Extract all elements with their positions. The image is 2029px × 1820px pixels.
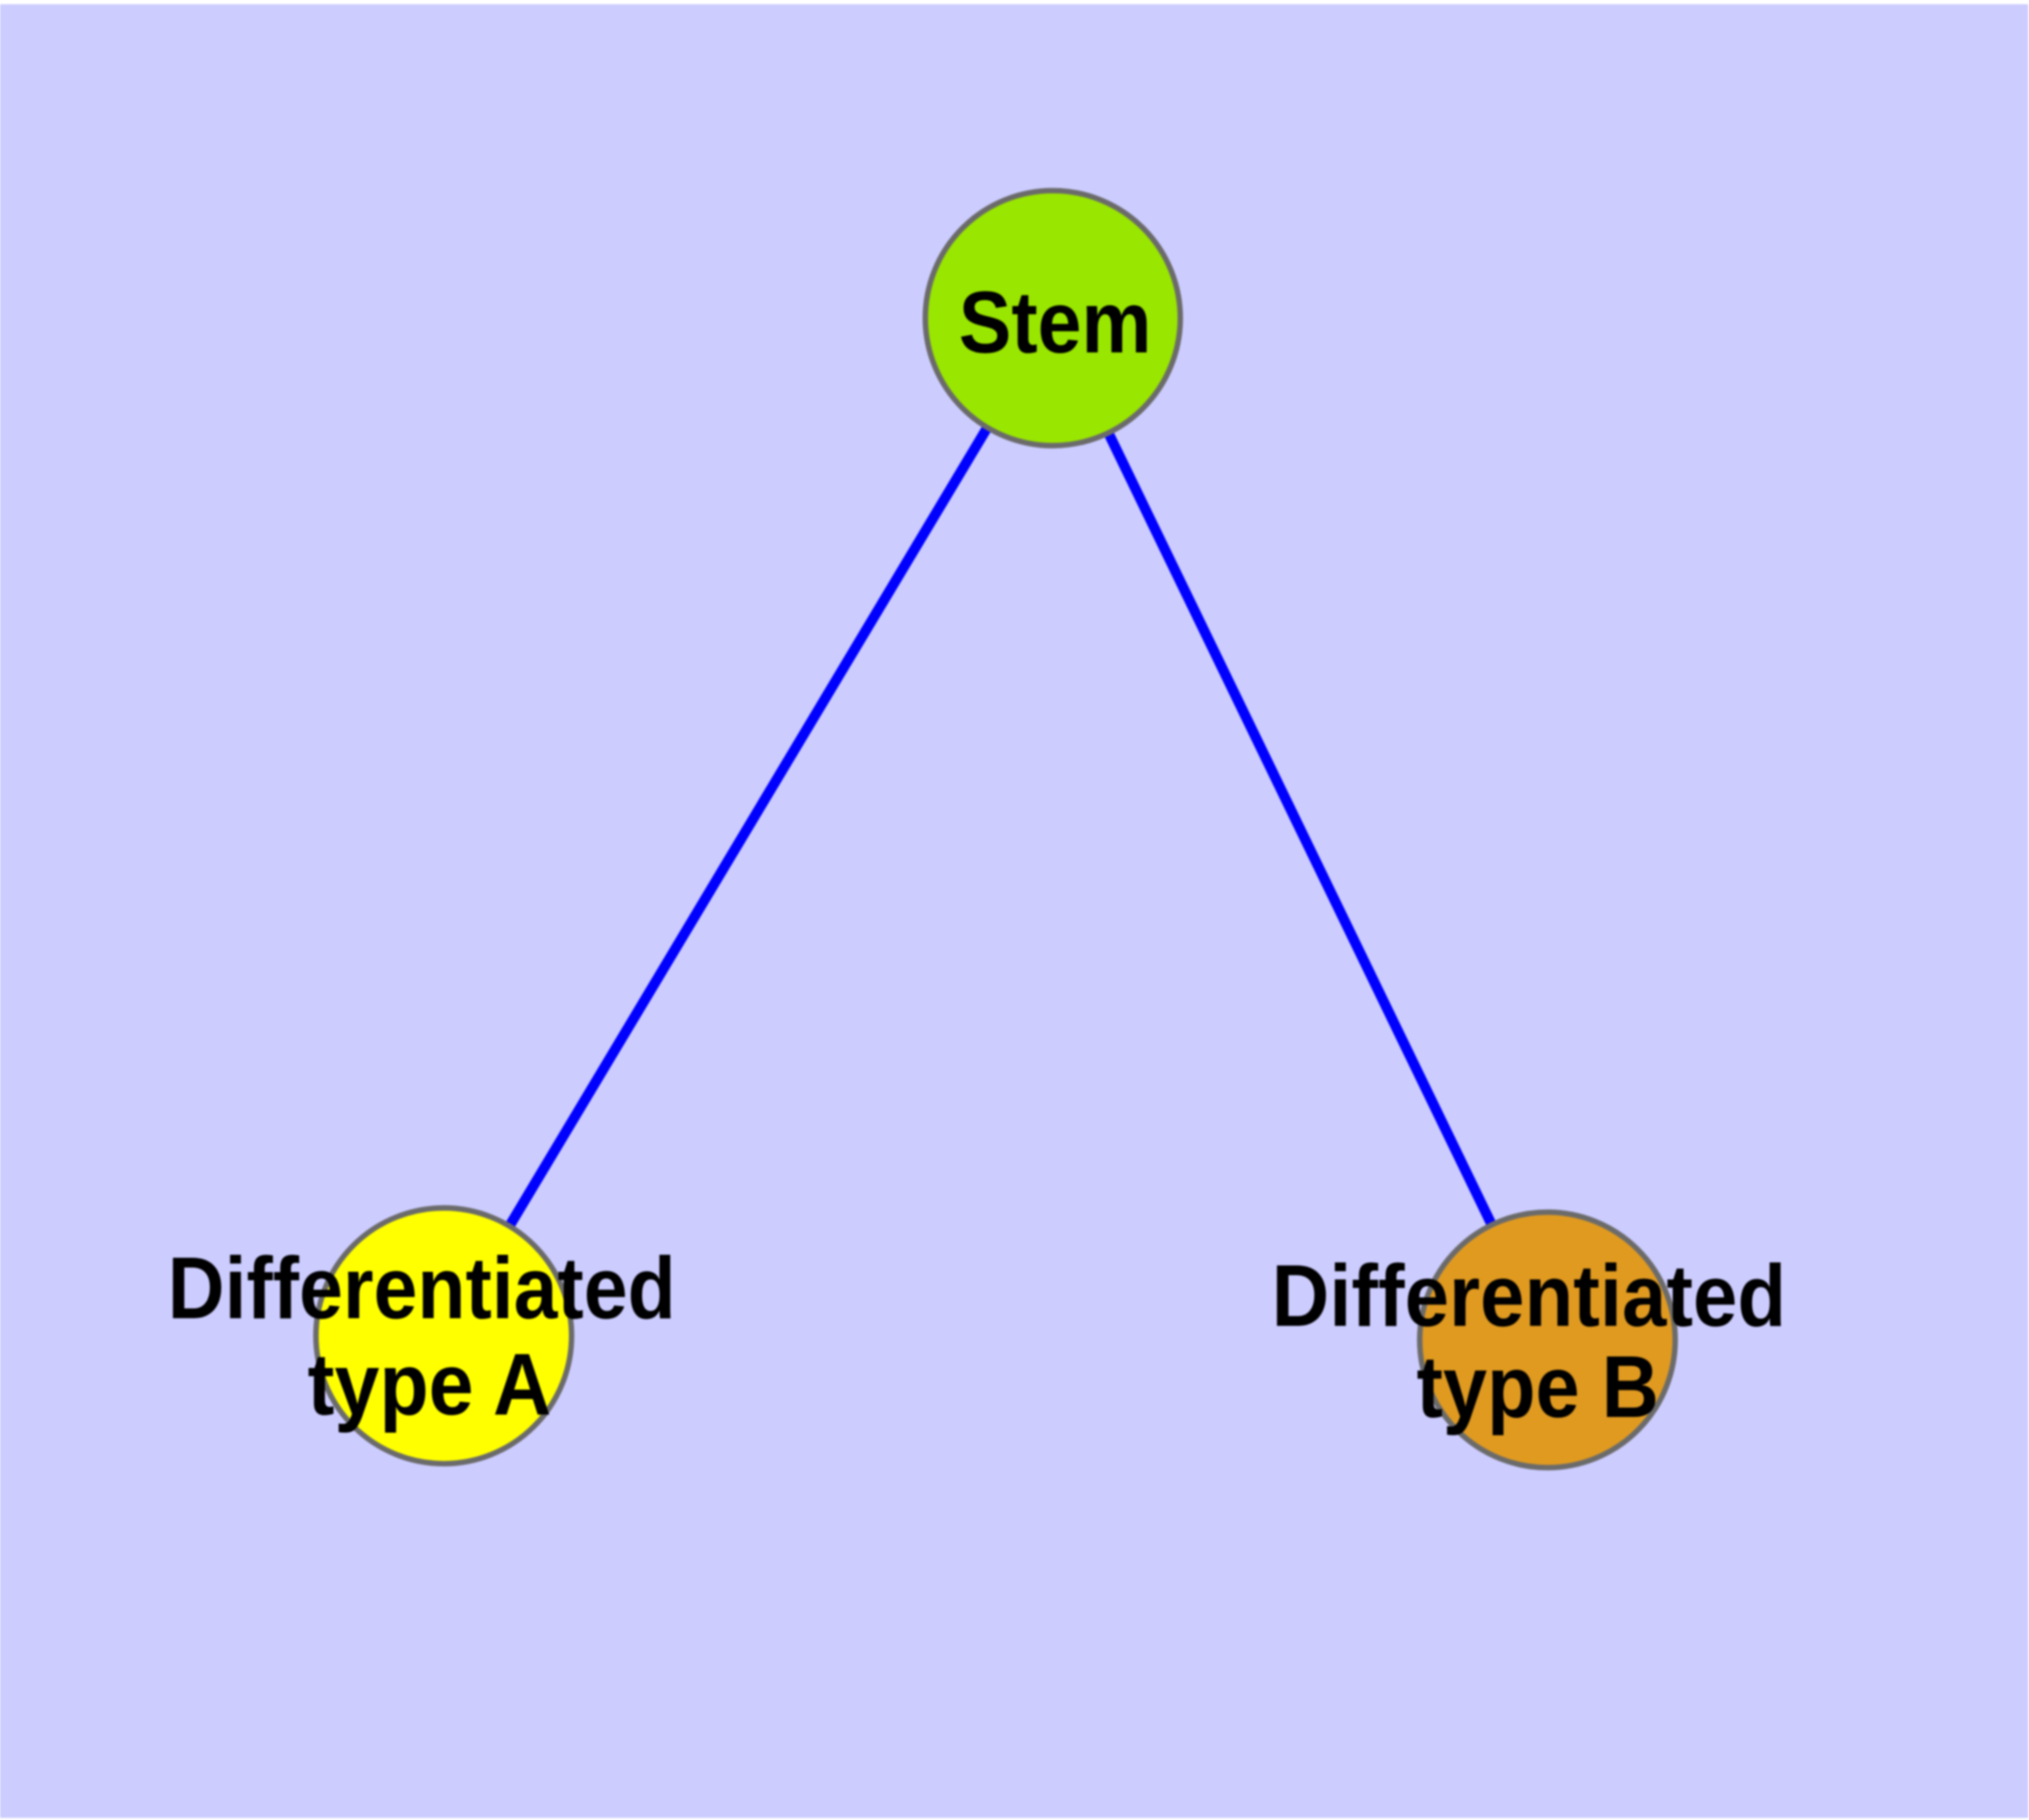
node-stem-circle (922, 187, 1183, 449)
node-stem: Stem (922, 187, 1183, 449)
node-differentiated-type-a-label-line-1: Differentiated (168, 1239, 676, 1336)
edge-stem-to-diff-a (439, 315, 1058, 1339)
edge-stem-to-diff-b (1048, 316, 1552, 1342)
node-stem-label: Stem (959, 273, 1152, 371)
node-differentiated-type-a-label-line-2: type A (307, 1336, 552, 1434)
node-differentiated-type-b-label-line-1: Differentiated (1272, 1247, 1786, 1345)
node-differentiated-type-b-label-line-2: type B (1416, 1338, 1659, 1436)
edges-layer (439, 315, 1552, 1342)
nodes-layer: Stem Differentiated type A Differentiate… (168, 187, 1786, 1471)
node-differentiated-type-a: Differentiated type A (168, 1205, 676, 1467)
node-differentiated-type-a-circle (313, 1205, 574, 1467)
node-differentiated-type-b: Differentiated type B (1272, 1209, 1786, 1471)
node-differentiated-type-b-circle (1416, 1209, 1678, 1471)
